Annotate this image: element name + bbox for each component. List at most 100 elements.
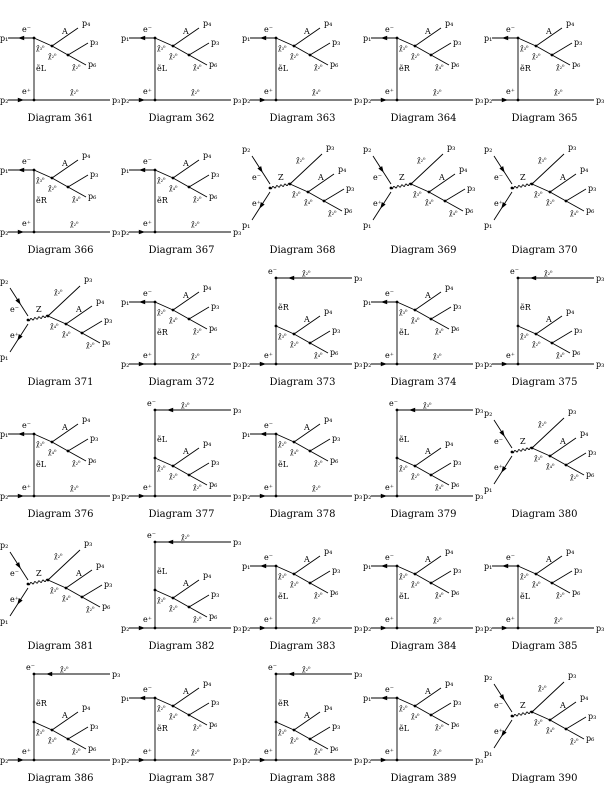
diagram-caption: Diagram 365 [511,113,578,124]
diagram-caption: Diagram 388 [269,773,336,784]
neutralino-label: χ̃₂⁰ [411,473,420,480]
fermion-arrow [380,625,388,631]
neutralino-label: χ̃₂⁰ [520,573,529,580]
electron-label: e⁻ [22,25,31,34]
fermion-arrow [378,166,384,173]
positron-label: e⁺ [385,87,394,96]
neutralino-label: χ̃₄⁰ [290,449,299,456]
fermion-arrow [380,493,388,499]
momentum-label: p₆ [88,192,96,201]
neutralino-label: χ̃₃⁰ [70,485,79,492]
positron-label: e⁺ [494,463,503,472]
neutralino-label: χ̃₄⁰ [169,317,178,324]
momentum-label: p₁ [484,34,492,43]
neutralino-line [33,721,53,731]
photon-line [430,570,452,584]
neutralino-line [531,681,565,713]
neutralino-line [51,177,69,188]
electron-label: e⁻ [510,267,519,276]
positron-label: e⁺ [22,747,31,756]
momentum-label: p₂ [242,96,250,105]
neutralino-line [47,549,81,581]
neutralino-line [307,191,325,202]
momentum-label: p₂ [484,360,492,369]
vertex-dot [429,473,433,477]
vertex-dot [50,440,54,444]
neutralino-line [430,54,450,66]
positron-label: e⁺ [252,199,261,208]
momentum-label: p₄ [203,571,211,580]
neutralino-line [444,200,464,212]
a-label: A [559,701,566,710]
photon-line [172,159,200,179]
neutralino-label: χ̃₂⁰ [290,737,299,744]
neutralino-label: χ̃₃⁰ [411,581,420,588]
photon-line [188,594,210,608]
neutralino-line [549,719,567,730]
neutralino-label: χ̃₂⁰ [54,553,63,560]
neutralino-label: χ̃₂⁰ [433,749,442,756]
neutralino-label: χ̃₂⁰ [556,64,565,71]
electron-label: e⁻ [506,553,515,562]
momentum-label: p₃ [211,698,219,707]
electron-label: e⁻ [143,157,152,166]
photon-line [565,452,587,466]
neutralino-line [275,325,295,335]
momentum-label: p₂ [363,145,371,154]
neutralino-line [531,447,551,457]
momentum-label: p₂ [121,756,129,765]
z-propagator [27,314,49,322]
momentum-label: p₄ [203,679,211,688]
momentum-label: p₆ [451,480,459,489]
photon-line [565,716,587,730]
neutralino-line [531,711,551,721]
neutralino-label: χ̃₃⁰ [157,465,166,472]
neutralino-line [293,573,311,584]
fermion-arrow [138,361,146,367]
fermion-arrow [259,757,267,763]
vertex-dot [550,53,554,57]
photon-line [535,555,563,575]
momentum-label: p₃ [354,96,362,105]
vertex-dot [548,190,552,194]
neutralino-line [309,450,329,462]
momentum-label: p₆ [330,744,338,753]
neutralino-line [67,54,87,66]
fermion-arrow [17,97,25,103]
selectron-label: ẽL [278,460,289,469]
momentum-label: p₃ [211,170,219,179]
momentum-label: p₆ [586,734,594,743]
photon-line [293,555,321,575]
selectron-label: ẽR [399,64,411,73]
neutralino-label: χ̃₄⁰ [72,196,81,203]
diagram-caption: Diagram 387 [148,773,215,784]
positron-label: e⁺ [264,351,273,360]
selectron-label: ẽR [157,724,169,733]
neutralino-line [549,191,567,202]
neutralino-line [430,714,450,726]
diagram-caption: Diagram 369 [390,245,457,256]
positron-label: e⁺ [385,483,394,492]
a-label: A [182,579,189,588]
fermion-arrow [138,35,146,41]
fermion-arrow [17,167,25,173]
momentum-label: p₄ [203,151,211,160]
photon-line [307,173,335,193]
neutralino-label: χ̃₄⁰ [304,199,313,206]
momentum-label: p₃ [574,566,582,575]
fermion-arrow [17,334,23,341]
neutralino-label: χ̃₂⁰ [70,221,79,228]
fermion-arrow [259,493,267,499]
vertex-dot [274,672,278,676]
neutralino-line [396,697,416,707]
fermion-arrow [259,202,265,209]
vertex-dot [171,176,175,180]
neutralino-line [172,177,190,188]
